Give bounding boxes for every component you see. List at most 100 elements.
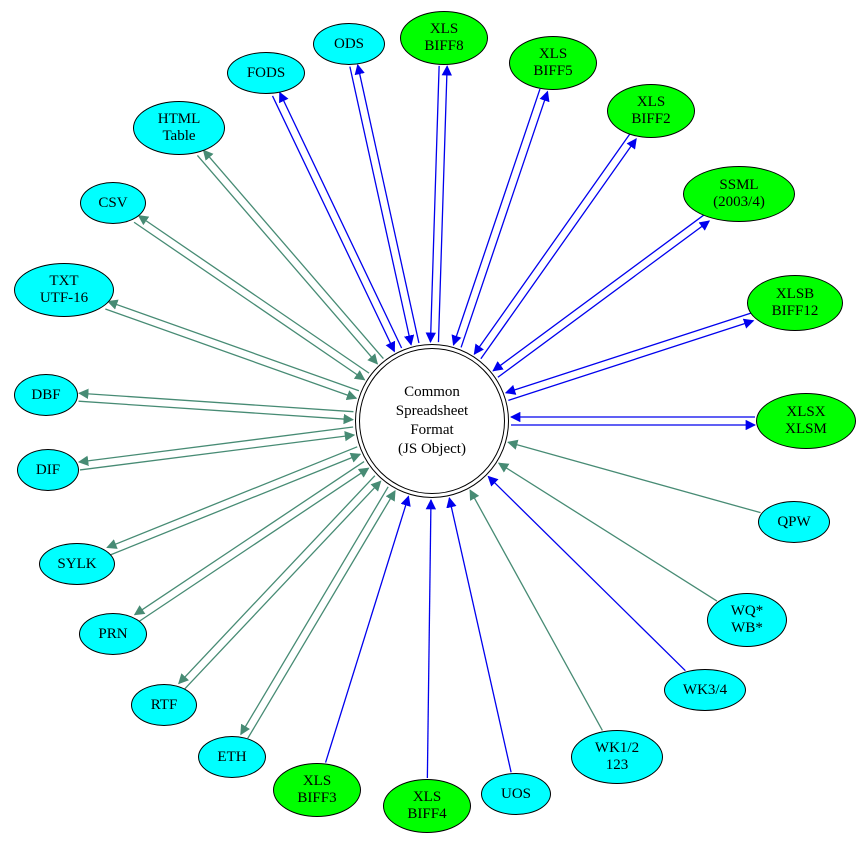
format-node-label: WK1/2 (594, 740, 640, 756)
format-node-label: PRN (98, 625, 128, 642)
edge-arrow (196, 155, 379, 365)
center-label-line: Common (404, 384, 460, 400)
format-node-label: SSML (719, 177, 759, 193)
format-node-label: Table (162, 128, 196, 144)
edge-arrow (133, 461, 365, 616)
format-node-label: WB* (731, 620, 763, 636)
format-node-label: UTF-16 (39, 290, 89, 306)
format-node-rtf: RTF (131, 684, 197, 726)
edge-arrow (425, 498, 437, 779)
format-node-label: (2003/4) (713, 194, 765, 210)
format-node-label: BIFF8 (424, 38, 464, 54)
edge-arrow (497, 220, 711, 378)
format-node-label: XLS (538, 46, 568, 62)
format-node-label: XLSB (775, 286, 815, 302)
format-node-label: QPW (777, 513, 811, 530)
edge-arrow (473, 133, 631, 356)
edge-arrow (508, 318, 755, 401)
edge-arrow (279, 91, 403, 349)
edge-arrow (79, 430, 356, 471)
format-node-label: XLS (412, 789, 442, 805)
format-node-csv: CSV (80, 182, 146, 224)
edge-arrow (354, 63, 420, 344)
format-node-label: XLSX (786, 404, 826, 420)
edge-arrow (202, 149, 384, 360)
edge-arrow (451, 88, 541, 346)
format-node-label: DBF (31, 386, 61, 403)
edge-arrow (78, 400, 354, 425)
format-node-label: XLSM (785, 421, 827, 437)
edge-arrow (504, 312, 752, 395)
edge-arrow (106, 446, 358, 549)
center-label-line: Spreadsheet (395, 403, 469, 419)
format-node-prn: PRN (79, 613, 147, 655)
edge-arrow (78, 388, 354, 413)
edge-arrow (107, 299, 360, 392)
edge-arrow (105, 308, 358, 401)
format-node-label: UOS (500, 785, 531, 802)
format-node-label: DIF (35, 461, 61, 478)
format-node-ods: ODS (313, 23, 385, 65)
edge-arrow (425, 65, 440, 343)
edge-arrow (240, 486, 389, 736)
edge-arrow (437, 65, 453, 343)
edge-arrow (77, 426, 354, 466)
edge-arrow (178, 475, 376, 685)
format-node-label: ETH (217, 748, 247, 765)
format-node-qpw: QPW (758, 501, 830, 543)
edge-arrow (138, 467, 370, 622)
edge-arrow (446, 497, 512, 773)
format-node-label: CSV (98, 194, 128, 211)
format-node-label: SYLK (57, 555, 97, 572)
edge-arrow (109, 452, 362, 556)
format-node-uos: UOS (481, 773, 551, 815)
format-node-label: BIFF3 (297, 790, 337, 806)
format-node-label: HTML (157, 111, 201, 127)
center-node-label: Common Spreadsheet Format (JS Object) (359, 348, 505, 494)
edge-arrow (184, 480, 382, 690)
center-label-line: (JS Object) (398, 441, 466, 457)
format-node-label: BIFF5 (533, 63, 573, 79)
edge-arrow (133, 221, 366, 381)
format-node-label: 123 (605, 757, 629, 773)
format-node-label: XLS (429, 21, 459, 37)
format-node-label: FODS (246, 64, 286, 81)
format-node-ssml-2003-4: SSML(2003/4) (683, 166, 795, 222)
format-node-fods: FODS (227, 52, 305, 94)
edge-arrow (480, 138, 637, 360)
format-node-wk3-4: WK3/4 (664, 669, 746, 711)
center-node: Common Spreadsheet Format (JS Object) (355, 344, 509, 498)
edge-arrow (460, 90, 550, 348)
format-node-label: BIFF12 (771, 303, 819, 319)
format-node-sylk: SYLK (39, 543, 115, 585)
edge-arrow (247, 490, 396, 739)
format-node-dbf: DBF (14, 374, 78, 416)
format-node-label: BIFF4 (407, 806, 447, 822)
edge-arrow (492, 214, 705, 372)
edge-arrow (271, 95, 396, 353)
format-node-wq-wb: WQ*WB* (707, 593, 787, 647)
format-node-label: RTF (150, 696, 178, 713)
format-node-label: WK3/4 (682, 681, 728, 698)
edge-arrow (349, 66, 415, 346)
edge-arrow (497, 462, 718, 602)
edge-arrow (487, 475, 686, 672)
format-node-eth: ETH (198, 736, 266, 778)
format-node-label: XLS (636, 94, 666, 110)
format-node-label: TXT (49, 273, 79, 289)
edge-arrow (137, 215, 370, 374)
format-node-dif: DIF (17, 449, 79, 491)
format-node-label: XLS (302, 773, 332, 789)
